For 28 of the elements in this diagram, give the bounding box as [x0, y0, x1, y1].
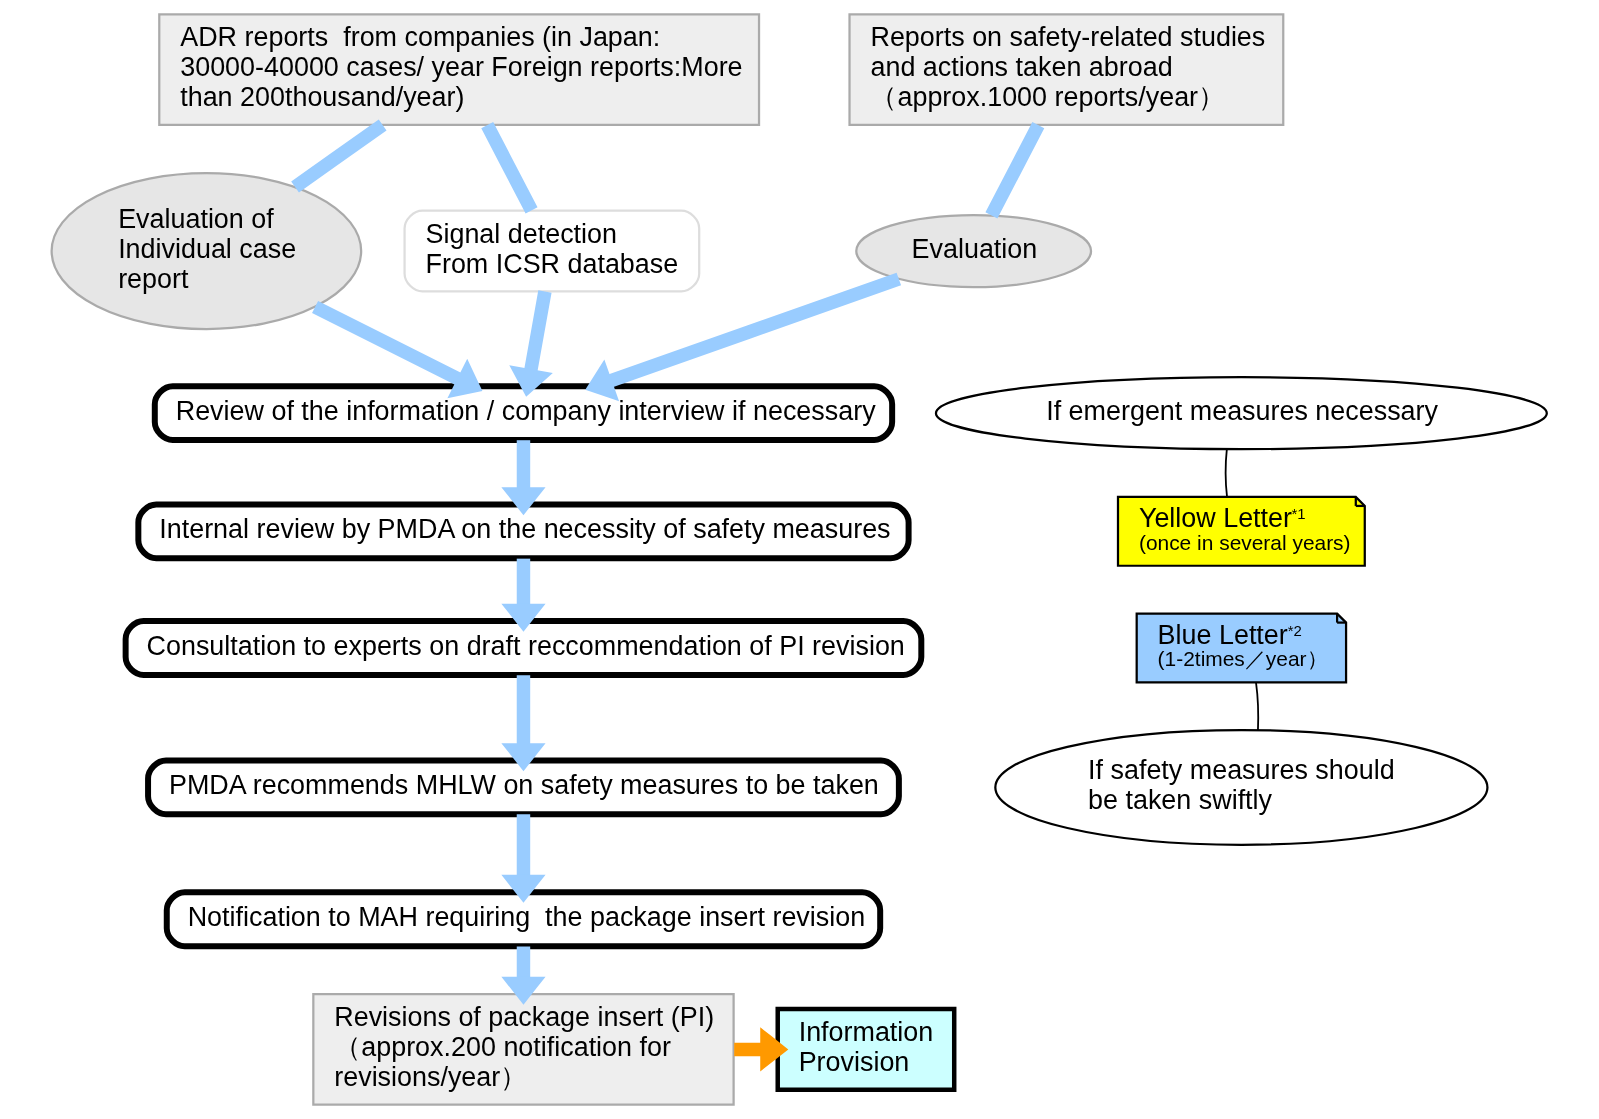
arrow: [501, 440, 546, 516]
connector: [291, 119, 387, 193]
arrow: [501, 675, 546, 772]
arrow: [501, 946, 546, 1005]
arrow: [585, 272, 902, 402]
node-box: Consultation to experts on draft reccommendation of PI revision: [122, 618, 925, 678]
node-box: Information Provision: [775, 1006, 957, 1093]
node-ellipse: Evaluation: [855, 213, 1093, 289]
arrow: [509, 290, 553, 397]
node-box: Revisions of package insert (PI) （approx.200 notification for revisions/year）: [312, 992, 735, 1106]
node-box: Review of the information / company interview if necessary: [151, 383, 896, 444]
node-box: Signal detection From ICSR database: [403, 209, 701, 293]
arrow: [312, 301, 483, 399]
arrow: [734, 1027, 789, 1072]
node-ellipse: Evaluation of Individual case report: [50, 171, 363, 331]
connector: [1255, 681, 1260, 732]
arrow: [501, 814, 546, 903]
node-box: PMDA recommends MHLW on safety measures to be taken: [145, 757, 902, 818]
node-ellipse: If safety measures should be taken swiftly: [994, 728, 1489, 846]
connector: [985, 122, 1045, 219]
node-box: Notification to MAH requiring the package insert revision: [163, 889, 884, 950]
node-box: ADR reports from companies (in Japan: 30000-40000 cases/ year Foreign reports:More than 200thousand/year): [158, 13, 761, 127]
node-ellipse: If emergent measures necessary: [934, 376, 1548, 451]
node-box: Internal review by PMDA on the necessity of safety measures: [135, 501, 912, 562]
connector: [1224, 448, 1228, 498]
node-box: Reports on safety-related studies and actions taken abroad （approx.1000 reports/year）: [848, 13, 1285, 127]
connector: [481, 122, 538, 214]
arrow: [501, 558, 546, 632]
